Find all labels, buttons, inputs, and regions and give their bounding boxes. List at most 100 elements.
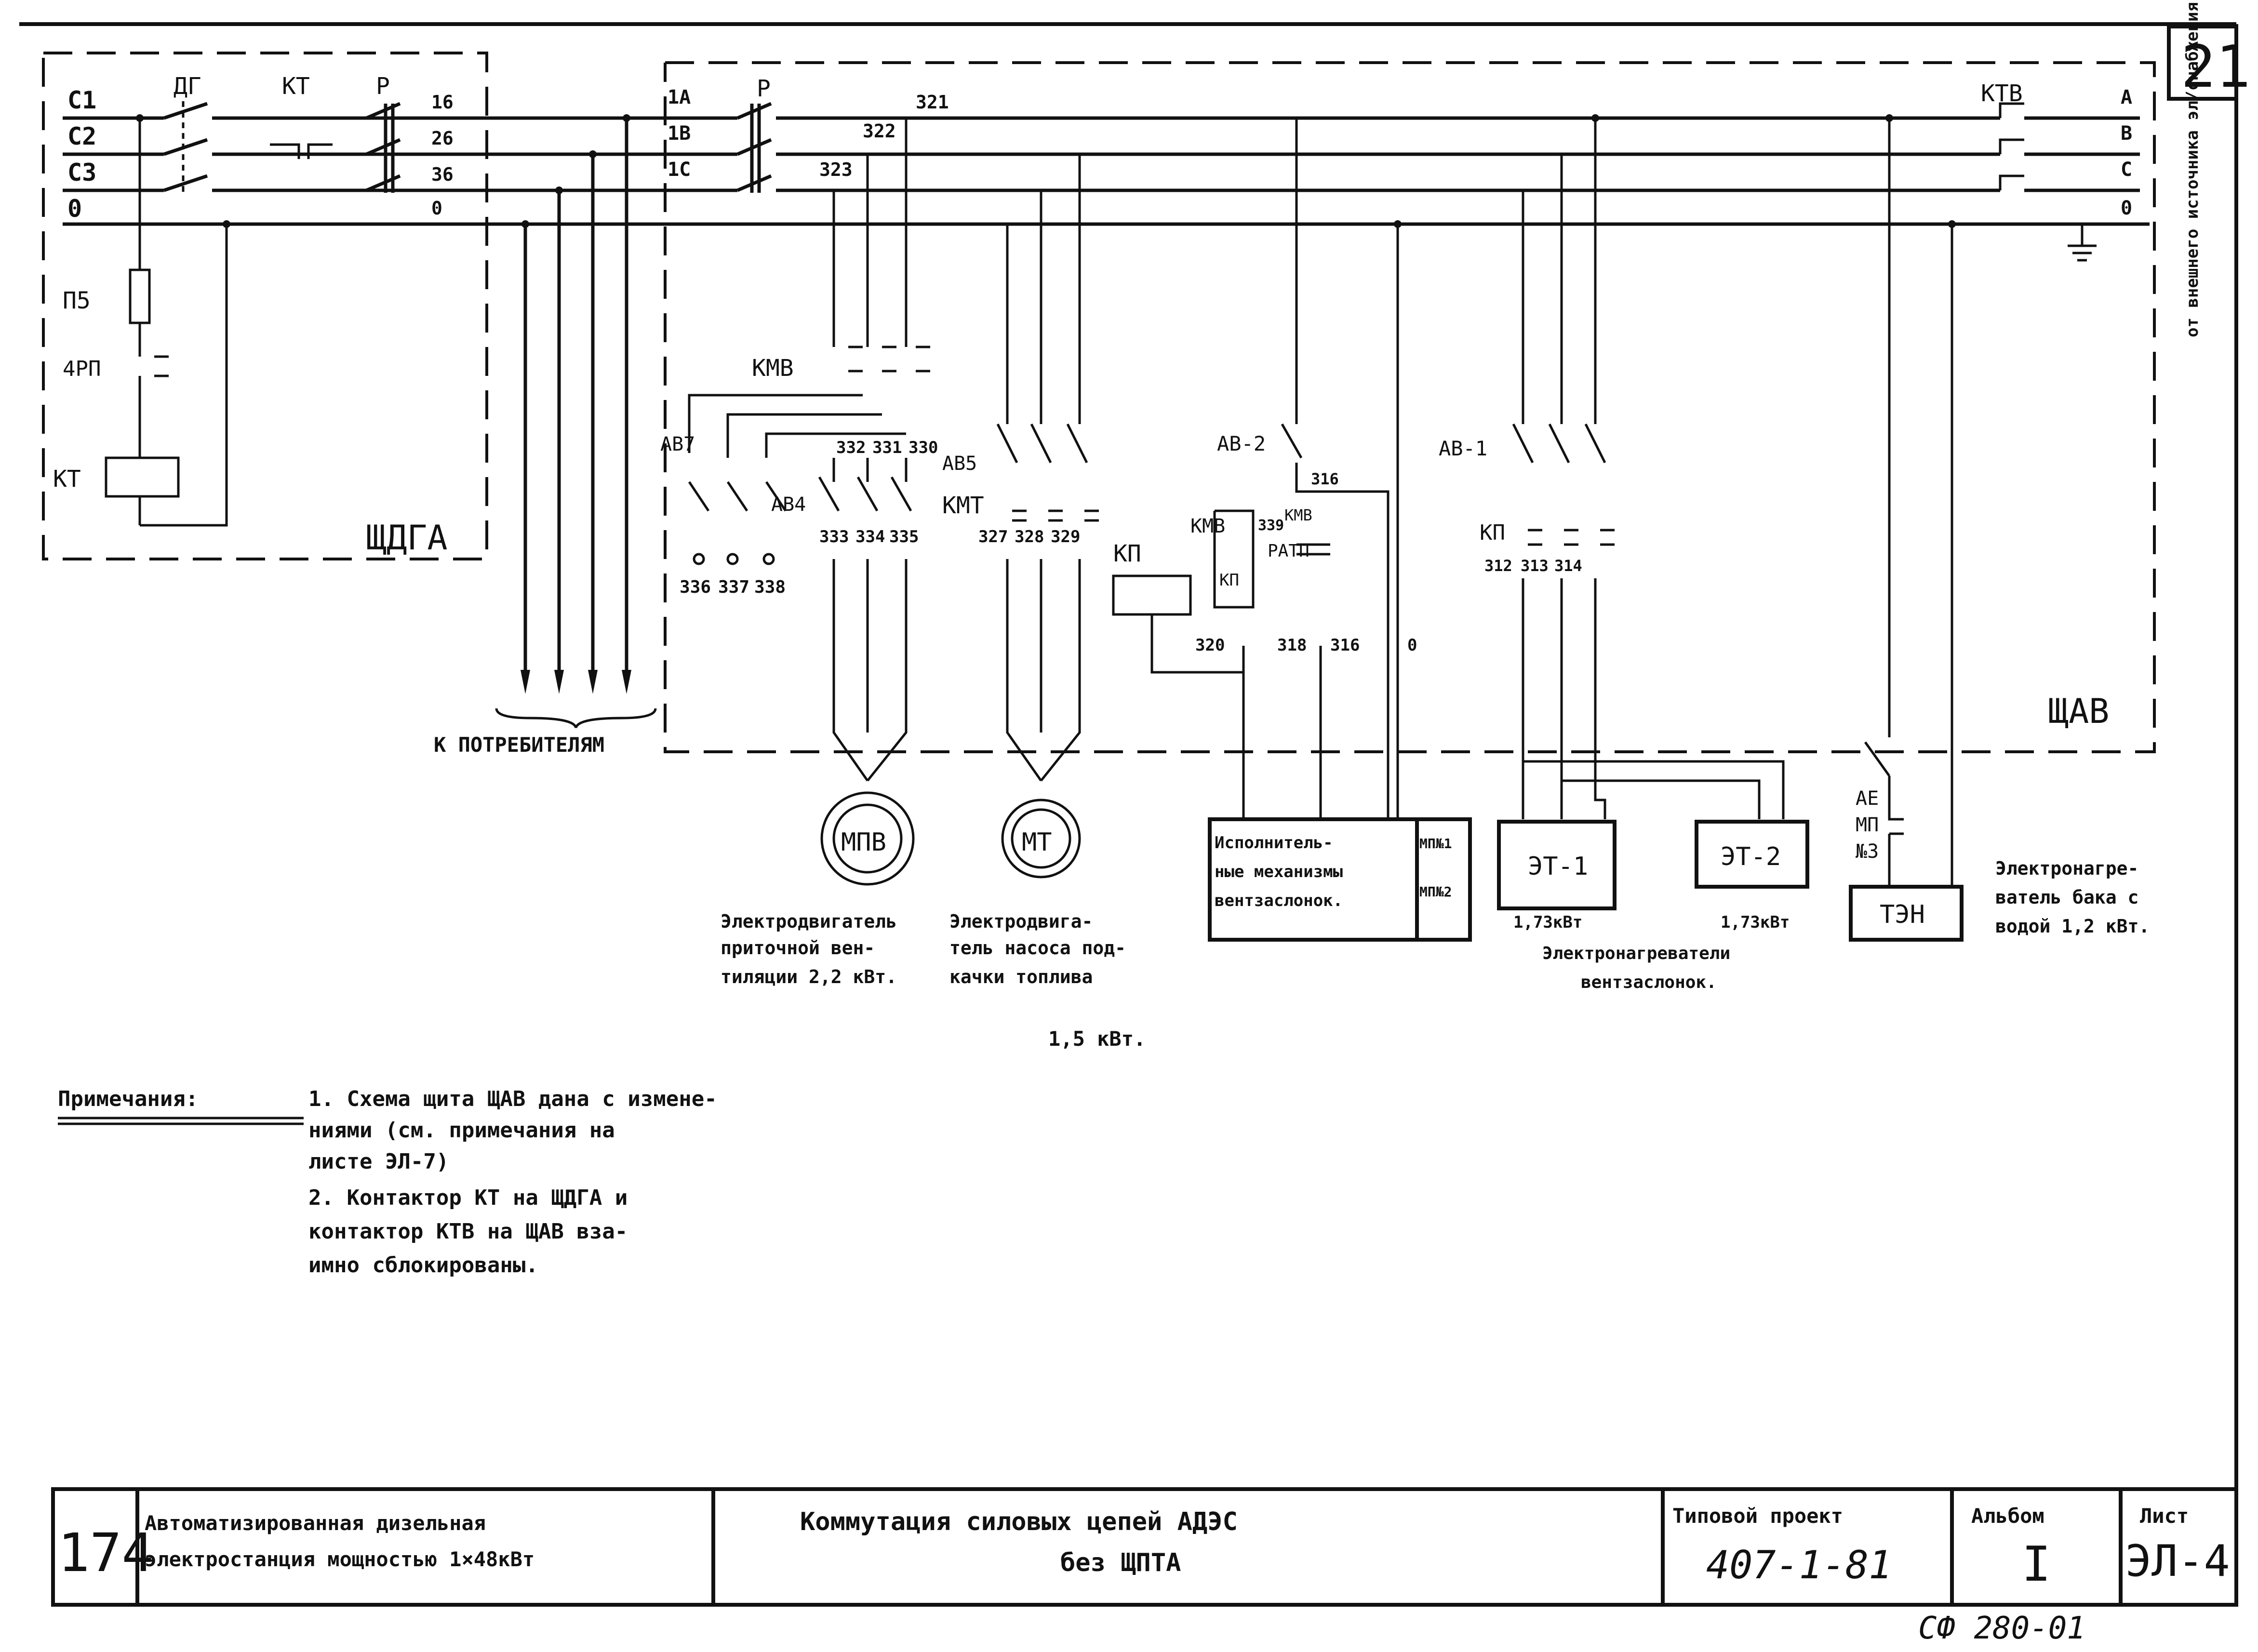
wire-321: 321	[916, 92, 949, 113]
tb-sheet-label: Лист	[2140, 1504, 2189, 1528]
phase-c1: C1	[67, 86, 96, 114]
note-line-6: имно сблокированы.	[308, 1253, 538, 1278]
stamp: СФ 280-01	[1918, 1611, 2085, 1646]
label-kmv-mid: КМВ	[1190, 515, 1225, 537]
src-b: В	[2121, 122, 2132, 145]
caption-mt-2: тель насоса под-	[949, 937, 1126, 959]
label-n3: №3	[1856, 840, 1879, 863]
t-318: 318	[1277, 636, 1307, 655]
tb-sheet: ЭЛ-4	[2125, 1536, 2230, 1586]
left-panel-label: ЩДГА	[366, 518, 448, 558]
label-kp: КП	[1113, 540, 1141, 567]
t-336: 336	[680, 577, 711, 597]
caption-ten-1: Электронагре-	[1995, 858, 2138, 879]
tb-number: 174	[58, 1522, 154, 1584]
tb-org-1: Автоматизированная дизельная	[145, 1511, 486, 1535]
t-313: 313	[1521, 557, 1549, 575]
phase-c3: C3	[67, 159, 96, 187]
motor-mpv-outer	[820, 791, 915, 886]
label-ab2: АВ-2	[1217, 432, 1266, 455]
tb-title-1: Коммутация силовых цепей АДЭС	[800, 1507, 1238, 1536]
ten-box	[1849, 885, 1964, 942]
tb-title-2: без ЩПТА	[1060, 1548, 1181, 1577]
out-36: 36	[431, 164, 454, 185]
label-kmt: КМТ	[942, 492, 984, 519]
label-ab5: АВ5	[942, 453, 977, 475]
caption-mt-1: Электродвига-	[949, 911, 1093, 932]
t-339: 339	[1258, 517, 1284, 534]
t-312: 312	[1484, 557, 1512, 575]
heater-et1: ЭТ-1	[1528, 852, 1588, 881]
t-327: 327	[978, 527, 1008, 546]
in-1b: 1В	[668, 122, 691, 145]
caption-et-label-2: вентзаслонок.	[1581, 973, 1717, 992]
out-26: 26	[431, 128, 454, 149]
t-320: 320	[1195, 636, 1225, 655]
caption-et2: 1,73кВт	[1721, 913, 1790, 932]
note-line-2: ниями (см. примечания на	[308, 1118, 615, 1143]
caption-mech-1: Исполнитель-	[1215, 833, 1333, 853]
note-line-3: листе ЭЛ-7)	[308, 1149, 449, 1174]
t-330: 330	[909, 438, 938, 457]
caption-mech-2: ные механизмы	[1215, 862, 1343, 881]
wire-322: 322	[863, 120, 896, 142]
label-ab1: АВ-1	[1439, 437, 1487, 460]
wire-323: 323	[819, 159, 853, 180]
phase-c2: C2	[67, 122, 96, 150]
caption-mpv-2: приточной вен-	[721, 937, 875, 959]
note-line-5: контактор КТВ на ЩАВ вза-	[308, 1219, 628, 1244]
tb-project-label: Типовой проект	[1672, 1504, 1843, 1528]
heater-et2: ЭТ-2	[1721, 842, 1781, 871]
t-328: 328	[1015, 527, 1044, 546]
heater-ten: ТЭН	[1880, 900, 1925, 929]
left-panel-border	[42, 52, 488, 560]
label-ktv: КТВ	[1981, 80, 2023, 107]
note-line-4: 2. Контактор КТ на ЩДГА и	[308, 1186, 628, 1210]
motor-mpv-inner	[832, 803, 903, 874]
source-note: от внешнего источника эл/снабжения	[2183, 2, 2202, 337]
tb-org-2: электростанция мощностью 1×48кВт	[145, 1547, 534, 1571]
mp-box	[1415, 817, 1472, 942]
caption-et1: 1,73кВт	[1513, 913, 1582, 932]
t-329: 329	[1051, 527, 1080, 546]
caption-mech-3: вентзаслонок.	[1215, 891, 1343, 910]
t-332: 332	[836, 438, 866, 457]
caption-mt-4: 1,5 кВт.	[1048, 1027, 1146, 1051]
label-p5: П5	[63, 287, 91, 314]
src-a: А	[2121, 86, 2132, 108]
motor-mt-outer	[1001, 799, 1081, 879]
label-mp: МП	[1856, 814, 1879, 836]
right-panel-border	[664, 61, 2156, 753]
t-316-top: 316	[1311, 470, 1339, 488]
corner-box	[2167, 25, 2238, 101]
motor-mt: МТ	[1022, 828, 1052, 857]
label-kp-small: КП	[1219, 571, 1239, 590]
label-kmv-small: КМВ	[1284, 506, 1312, 524]
t-338: 338	[754, 577, 786, 597]
caption-ten-3: водой 1,2 кВт.	[1995, 916, 2150, 937]
t-335: 335	[889, 527, 919, 546]
label-dg: ДГ	[174, 73, 201, 100]
caption-mpv-3: тиляции 2,2 кВт.	[721, 966, 897, 987]
t-333: 333	[819, 527, 849, 546]
caption-mp2: МП№2	[1419, 884, 1452, 900]
out-0: 0	[431, 198, 442, 219]
label-kmv-top: КМВ	[752, 355, 794, 382]
et1-box	[1497, 820, 1617, 910]
t-334: 334	[855, 527, 885, 546]
label-ae: АЕ	[1856, 787, 1879, 810]
note-line-1: 1. Схема щита ЩАВ дана с измене-	[308, 1087, 717, 1111]
src-c: С	[2121, 159, 2132, 181]
right-panel-label: ЩАВ	[2048, 692, 2109, 731]
tb-project: 407-1-81	[1706, 1543, 1892, 1587]
label-p-right: Р	[757, 75, 771, 102]
et2-box	[1695, 820, 1809, 889]
label-kp-right: КП	[1480, 520, 1505, 545]
label-kt: КТ	[282, 73, 310, 100]
tb-album: I	[2022, 1536, 2051, 1592]
caption-et-label-1: Электронагреватели	[1542, 944, 1730, 963]
title-block	[51, 1487, 2238, 1607]
caption-mp1: МП№1	[1419, 836, 1452, 852]
tb-album-label: Альбом	[1971, 1504, 2044, 1528]
